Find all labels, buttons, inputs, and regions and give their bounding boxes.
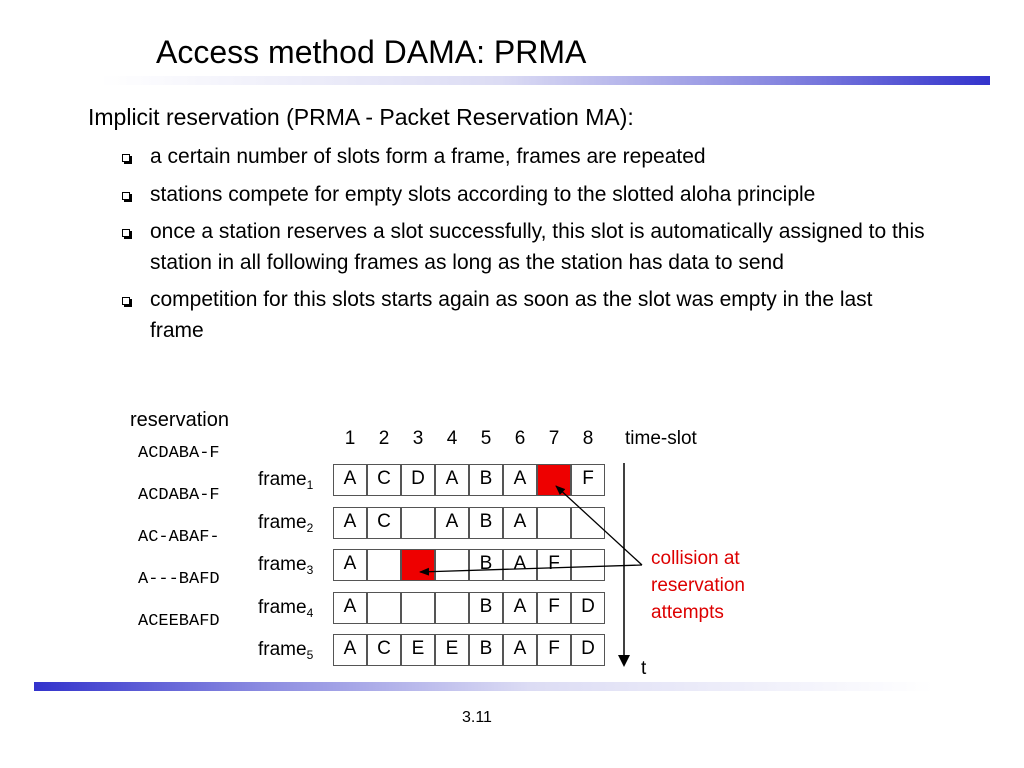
title-underline-bar xyxy=(100,76,990,85)
slot-number: 3 xyxy=(412,428,424,449)
slot-cell: A xyxy=(333,591,367,624)
slot-cell: A xyxy=(503,464,537,496)
slot-number: 7 xyxy=(548,428,560,449)
frame-label: frame2 xyxy=(258,511,314,535)
slot-cell: A xyxy=(333,506,367,539)
slot-cell xyxy=(367,591,401,624)
bullet-text: a certain number of slots form a frame, … xyxy=(150,145,706,168)
slot-cell: F xyxy=(571,464,605,496)
slot-cell: B xyxy=(469,506,503,539)
slot-number: 1 xyxy=(344,428,356,449)
bullet-item: competition for this slots starts again … xyxy=(118,285,928,346)
bullet-list: a certain number of slots form a frame, … xyxy=(118,142,928,353)
reservation-pattern: ACDABA-F xyxy=(138,444,220,463)
bullet-text: stations compete for empty slots accordi… xyxy=(150,182,816,206)
frame-label: frame5 xyxy=(258,639,314,662)
slot-cell: A xyxy=(503,506,537,539)
frame-label: frame1 xyxy=(258,469,314,492)
bullet-item: a certain number of slots form a frame, … xyxy=(118,142,928,173)
slot-cell: F xyxy=(537,591,571,624)
footer-bar xyxy=(34,682,934,691)
slot-number: 6 xyxy=(514,428,526,449)
bullet-text: once a station reserves a slot successfu… xyxy=(150,220,925,274)
slot-cell xyxy=(435,591,469,624)
slot-cell: A xyxy=(333,464,367,496)
slot-cell xyxy=(571,506,605,539)
time-axis-label: t xyxy=(641,658,647,679)
slot-cell: A xyxy=(503,634,537,666)
slot-cell xyxy=(367,549,401,581)
bullet-text: competition for this slots starts again … xyxy=(150,288,873,342)
collision-slot-cell xyxy=(401,549,435,581)
slide-title: Access method DAMA: PRMA xyxy=(156,34,587,70)
slot-cell xyxy=(537,506,571,539)
bullet-box-icon xyxy=(122,191,132,202)
reservation-pattern: ACEEBAFD xyxy=(138,612,220,631)
time-slot-label: time-slot xyxy=(625,428,697,449)
bullet-box-icon xyxy=(122,154,132,164)
slot-cell: F xyxy=(537,634,571,666)
frame-label: frame3 xyxy=(258,554,314,577)
slot-cell: C xyxy=(367,506,401,539)
collision-annotation: collision at reservation attempts xyxy=(651,548,745,623)
page-number: 3.11 xyxy=(462,709,492,726)
slot-cell: B xyxy=(469,591,503,624)
slot-number: 8 xyxy=(582,428,594,449)
slot-cell xyxy=(571,549,605,581)
frame-label: frame4 xyxy=(258,596,314,620)
bullet-box-icon xyxy=(122,229,132,239)
slot-cell xyxy=(401,506,435,539)
reservation-pattern: A---BAFD xyxy=(138,570,220,589)
slot-cell: B xyxy=(469,549,503,581)
slot-cell: B xyxy=(469,634,503,666)
slot-cell: D xyxy=(401,464,435,496)
slot-cell: E xyxy=(435,634,469,666)
reservation-pattern: ACDABA-F xyxy=(138,486,220,505)
reservation-pattern: AC-ABAF- xyxy=(138,528,220,547)
slot-cell xyxy=(435,549,469,581)
slot-cell: A xyxy=(435,506,469,539)
slot-cell: A xyxy=(333,634,367,666)
slot-number: 4 xyxy=(446,428,458,449)
slot-cell: F xyxy=(537,549,571,581)
slot-cell: D xyxy=(571,591,605,624)
collision-pointer-arrow-2 xyxy=(419,564,643,576)
time-axis-arrowhead xyxy=(618,655,630,667)
slot-cell: A xyxy=(333,549,367,581)
slot-cell: C xyxy=(367,464,401,496)
slot-cell: C xyxy=(367,634,401,666)
slot-number: 2 xyxy=(378,428,390,449)
slot-number: 5 xyxy=(480,428,492,449)
reservation-label: reservation xyxy=(130,409,229,431)
bullet-item: stations compete for empty slots accordi… xyxy=(118,180,928,211)
slot-cell: A xyxy=(503,591,537,624)
lead-text: Implicit reservation (PRMA - Packet Rese… xyxy=(88,104,634,130)
bullet-box-icon xyxy=(122,297,132,307)
slot-cell: B xyxy=(469,464,503,496)
slot-cell: E xyxy=(401,634,435,666)
slot-cell: D xyxy=(571,634,605,666)
slot-cell: A xyxy=(435,464,469,496)
collision-pointer-arrow-1 xyxy=(555,485,643,566)
slot-cell xyxy=(401,591,435,624)
bullet-item: once a station reserves a slot successfu… xyxy=(118,217,928,278)
